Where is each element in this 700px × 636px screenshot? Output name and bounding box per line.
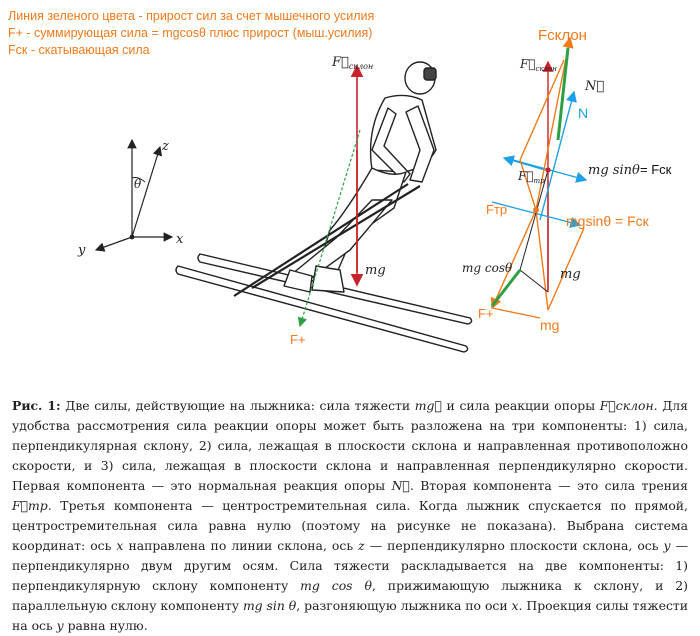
caption-label: Рис. 1: xyxy=(12,398,61,413)
caption-math: x xyxy=(511,598,519,613)
caption-math: mg⃗ xyxy=(414,398,442,413)
caption-math: N⃗ xyxy=(391,478,410,493)
vector-diagram xyxy=(490,36,588,319)
caption-text: — перпендикулярно двум другим осям. Сила… xyxy=(12,538,688,593)
caption-text: направлена по линии склона, ось xyxy=(123,538,359,553)
caption-text: равна нулю. xyxy=(63,618,148,633)
skier-figure xyxy=(283,61,437,293)
axis-theta-label: θ xyxy=(134,177,142,191)
caption-math: x xyxy=(116,538,124,553)
n-blue-label: N xyxy=(578,105,588,121)
axis-y-label: y xyxy=(77,243,86,258)
caption-text: . Вторая компонента — это сила трения xyxy=(409,478,688,493)
skier-f-plus-label: F+ xyxy=(290,332,306,347)
diagram-f-plus-label: F+ xyxy=(478,306,494,321)
skier-mg-label: mg xyxy=(365,263,386,278)
caption-text: , разгоняющую лыжника по оси xyxy=(296,598,512,613)
note-fsk: Fск - скатывающая сила xyxy=(8,43,150,57)
caption-math: mg sin θ xyxy=(242,598,297,613)
ski-poles xyxy=(233,183,421,297)
note-green-line: Линия зеленого цвета - прирост сил за сч… xyxy=(8,9,375,23)
caption-math: F⃗тр xyxy=(12,498,48,513)
note-f-plus: F+ - суммирующая сила = mgcosθ плюс прир… xyxy=(8,26,373,40)
n-math-label: N⃗ xyxy=(584,79,604,94)
caption-text: . Для удобства рассмотрения сила реакции… xyxy=(12,398,688,493)
physics-figure: z y x θ F⃗склон mg F+ xyxy=(77,27,672,353)
caption-text: . Третья компонента — центростремительна… xyxy=(12,498,688,553)
mgcos-math-label: mg cosθ xyxy=(462,261,513,275)
caption-math: z xyxy=(358,538,365,553)
eq-fsk-label: = Fск xyxy=(640,162,672,177)
figure-caption: Рис. 1: Две силы, действующие на лыжника… xyxy=(12,396,688,636)
caption-math: F⃗склон xyxy=(599,398,654,413)
f-sklon-orange-label: Fсклон xyxy=(538,27,587,44)
caption-math: mg cos θ xyxy=(300,578,372,593)
caption-text: — перпендикулярно плоскости склона, ось xyxy=(364,538,664,553)
axis-x-label: x xyxy=(176,232,184,247)
caption-math: y xyxy=(56,618,64,633)
axis-z-label: z xyxy=(161,139,169,154)
skier-f-plus-arrow xyxy=(297,129,361,328)
annotation-notes: Линия зеленого цвета - прирост сил за сч… xyxy=(8,8,374,59)
f-slope-vector-label: F⃗склон xyxy=(519,57,557,73)
coordinate-axes xyxy=(94,138,174,252)
ftr-orange-label: Fтр xyxy=(486,202,507,217)
skier-f-slope-label: F⃗склон xyxy=(331,55,373,71)
mg-orange-label: mg xyxy=(540,317,559,333)
mgsin-math-label: mg sinθ xyxy=(588,163,640,178)
ftr-math-label: F⃗тр xyxy=(517,169,545,185)
caption-text: и сила реакции опоры xyxy=(441,398,600,413)
mg-math-label: mg xyxy=(560,267,581,282)
caption-text: Две силы, действующие на лыжника: сила т… xyxy=(60,398,415,413)
caption-math: y xyxy=(663,538,671,553)
mgsin-blue-label: mgsinθ = Fск xyxy=(566,213,650,229)
